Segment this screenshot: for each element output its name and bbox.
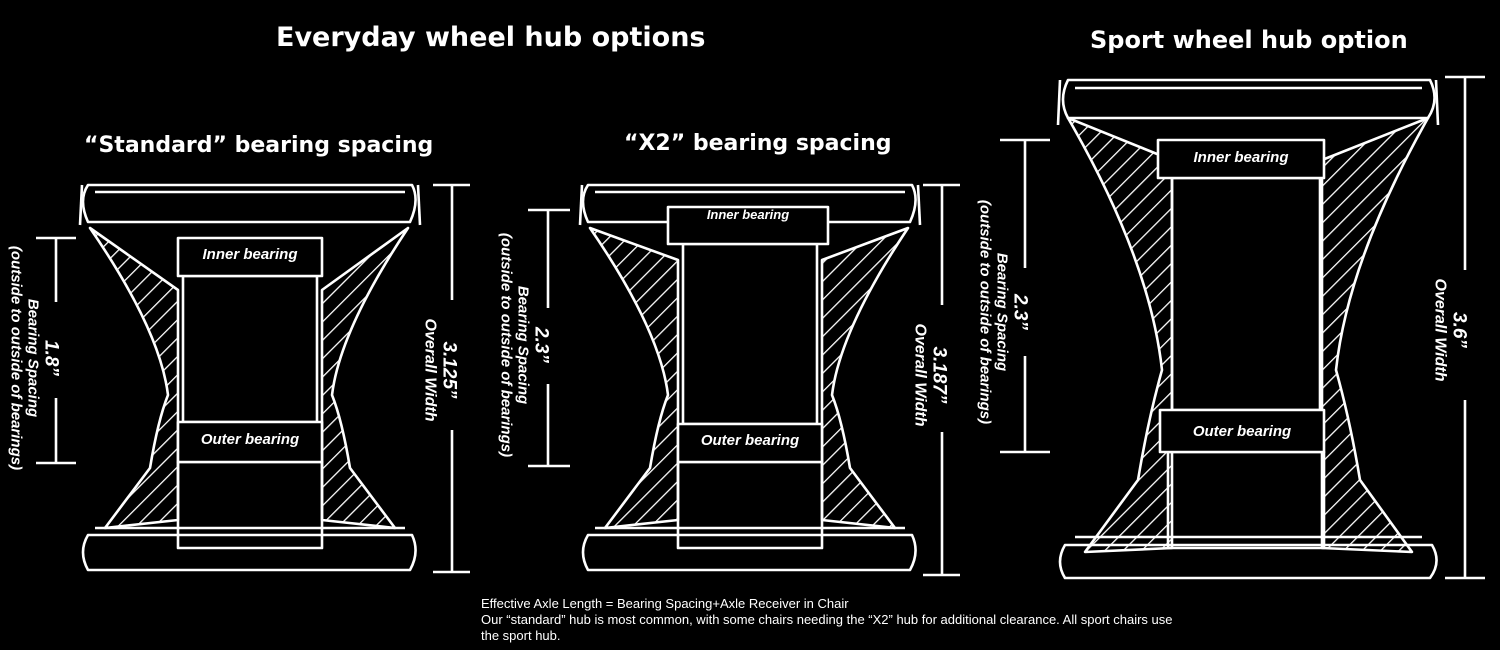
standard-hub-drawing <box>36 183 470 574</box>
sport-heading: Sport wheel hub option <box>1090 26 1408 54</box>
standard-overall-width-dimension: 3.125” Overall Width <box>420 319 459 422</box>
everyday-heading: Everyday wheel hub options <box>276 22 706 53</box>
sport-overall-width-value: 3.6” <box>1448 312 1470 348</box>
x2-bearing-spacing-dimension: 2.3” Bearing Spacing (outside to outside… <box>497 232 552 458</box>
x2-bearing-spacing-value: 2.3” <box>530 327 552 363</box>
standard-overall-width-value: 3.125” <box>438 341 460 399</box>
x2-heading: “X2” bearing spacing <box>624 131 892 156</box>
x2-bearing-spacing-note: (outside to outside of bearings) <box>497 232 515 458</box>
sport-inner-bearing-label: Inner bearing <box>1193 149 1289 166</box>
sport-outer-bearing-label: Outer bearing <box>1192 423 1292 440</box>
standard-inner-bearing-label: Inner bearing <box>202 246 298 263</box>
standard-bearing-spacing-value: 1.8” <box>40 340 62 376</box>
notes: Effective Axle Length = Bearing Spacing+… <box>481 596 1181 644</box>
standard-overall-width-label: Overall Width <box>421 318 439 422</box>
sport-bearing-spacing-dimension: 2.3” Bearing Spacing (outside to outside… <box>976 199 1031 425</box>
sport-bearing-spacing-value: 2.3” <box>1009 294 1031 330</box>
standard-bearing-spacing-note: (outside to outside of bearings) <box>7 245 25 471</box>
x2-bearing-spacing-label: Bearing Spacing <box>514 285 532 405</box>
x2-inner-bearing-label: Inner bearing <box>706 207 790 222</box>
notes-axle-formula: Effective Axle Length = Bearing Spacing+… <box>481 596 849 611</box>
sport-hub-drawing <box>1000 75 1485 580</box>
x2-hub-drawing <box>528 183 960 577</box>
standard-bearing-spacing-dimension: 1.8” Bearing Spacing (outside to outside… <box>7 245 62 471</box>
standard-heading: “Standard” bearing spacing <box>84 133 434 158</box>
x2-outer-bearing-label: Outer bearing <box>700 432 800 449</box>
sport-bearing-spacing-label: Bearing Spacing <box>993 252 1011 372</box>
standard-outer-bearing-label: Outer bearing <box>200 431 300 448</box>
sport-overall-width-label: Overall Width <box>1431 278 1449 382</box>
sport-bearing-spacing-note: (outside to outside of bearings) <box>976 199 994 425</box>
notes-hub-usage: Our “standard” hub is most common, with … <box>481 612 1173 643</box>
x2-overall-width-dimension: 3.187” Overall Width <box>910 324 949 427</box>
standard-bearing-spacing-label: Bearing Spacing <box>24 298 42 418</box>
sport-overall-width-dimension: 3.6” Overall Width <box>1430 279 1469 382</box>
x2-overall-width-value: 3.187” <box>928 346 950 404</box>
x2-overall-width-label: Overall Width <box>911 323 929 427</box>
